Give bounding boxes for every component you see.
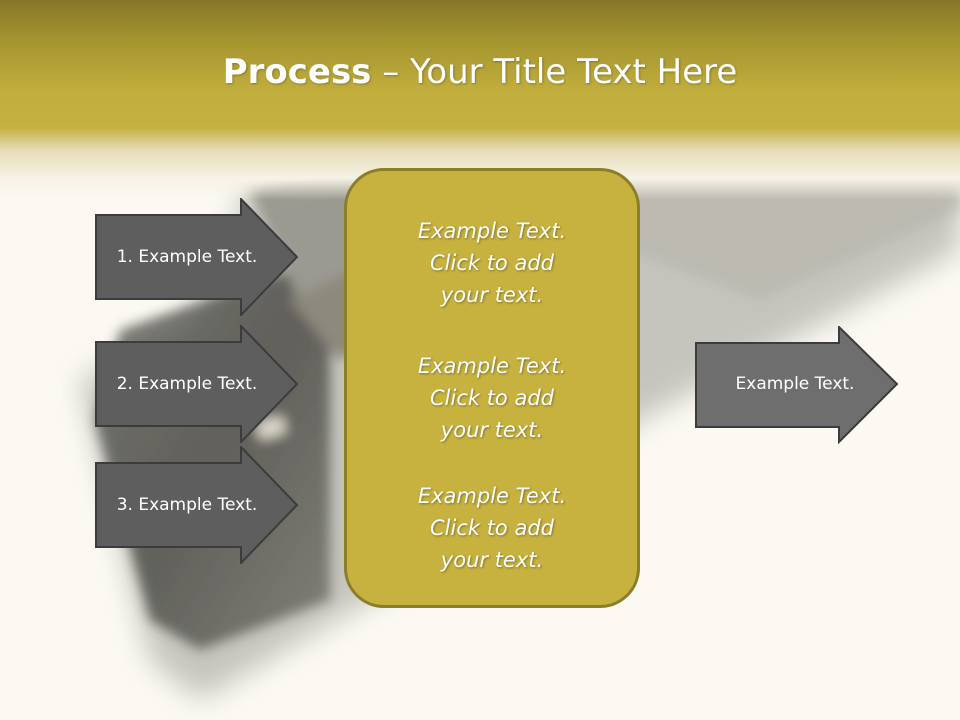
arrow-shape-icon <box>95 446 299 564</box>
right-arrow-label: Example Text. <box>735 374 855 394</box>
center-text-line: Click to add <box>429 516 554 540</box>
arrow-shape-icon <box>95 198 299 316</box>
center-text-line: Example Text. <box>417 484 567 508</box>
left-arrow-1[interactable]: 1. Example Text. <box>95 198 299 316</box>
center-text-line: your text. <box>440 548 544 572</box>
center-text-line: Click to add <box>429 251 554 275</box>
center-text-block-2: Example Text. Click to add your text. <box>347 350 637 446</box>
arrow-shape-icon <box>95 325 299 443</box>
left-arrow-label: 1. Example Text. <box>116 247 258 267</box>
center-text-line: Click to add <box>429 386 554 410</box>
center-text-line: your text. <box>440 418 544 442</box>
title-bold: Process <box>222 52 372 92</box>
center-text-box[interactable]: Example Text. Click to add your text. Ex… <box>344 168 640 608</box>
left-arrow-label: 2. Example Text. <box>116 374 258 394</box>
left-arrow-3[interactable]: 3. Example Text. <box>95 446 299 564</box>
title-rest: – Your Title Text Here <box>371 52 738 92</box>
center-text-line: Example Text. <box>417 354 567 378</box>
center-text-block-1: Example Text. Click to add your text. <box>347 215 637 311</box>
center-text-line: Example Text. <box>417 219 567 243</box>
right-arrow[interactable]: Example Text. <box>695 326 899 444</box>
slide-title: Process – Your Title Text Here <box>0 52 960 92</box>
header-band <box>0 0 960 200</box>
center-text-block-3: Example Text. Click to add your text. <box>347 480 637 576</box>
center-text-line: your text. <box>440 283 544 307</box>
arrow-shape-icon <box>695 326 899 444</box>
left-arrow-label: 3. Example Text. <box>116 495 258 515</box>
left-arrow-2[interactable]: 2. Example Text. <box>95 325 299 443</box>
